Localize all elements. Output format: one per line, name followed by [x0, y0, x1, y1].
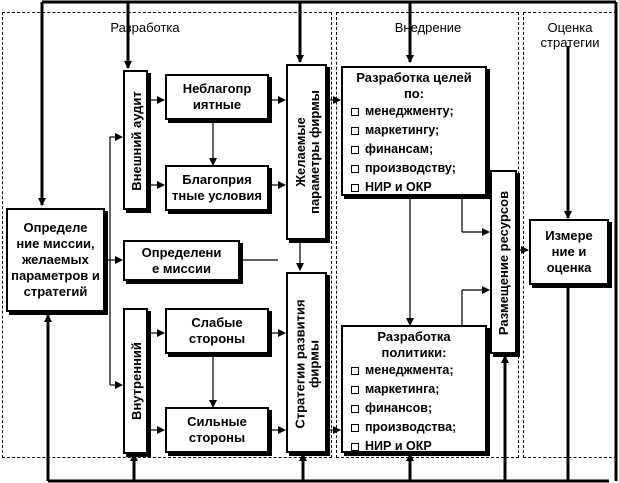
resource-allocation-box: Размещение ресурсов	[490, 170, 517, 354]
dev-strategies-text: Стратегии развития фирмы	[292, 299, 322, 429]
square-bullet-icon	[351, 367, 359, 375]
dev-strategies-box: Стратегии развития фирмы	[286, 272, 327, 453]
square-bullet-icon	[351, 108, 359, 116]
policy-item-text: финансов;	[365, 401, 433, 415]
policy-item: менеджмента;	[343, 361, 485, 380]
policy-item: НИР и ОКР	[343, 437, 485, 453]
region-evaluation-label: Оценка стратегии	[530, 20, 610, 50]
mission-box: Определени е миссии	[123, 240, 240, 281]
square-bullet-icon	[351, 443, 359, 451]
favorable-text: Благоприя тные условия	[172, 172, 262, 203]
policy-item: маркетинга;	[343, 380, 485, 399]
policy-item-text: менеджмента;	[365, 363, 454, 377]
region-evaluation-label-line2: стратегии	[540, 35, 600, 50]
square-bullet-icon	[351, 146, 359, 154]
policy-item: финансов;	[343, 399, 485, 418]
goals-item: финансам;	[343, 140, 485, 159]
mission-text: Определени е миссии	[141, 244, 222, 276]
external-audit-box: Внешний аудит	[123, 70, 148, 210]
strong-text: Сильные стороны	[187, 414, 247, 445]
desired-params-box: Желаемые параметры фирмы	[286, 64, 327, 240]
goals-item-text: маркетингу;	[365, 123, 440, 137]
region-evaluation-label-line1: Оценка	[547, 20, 593, 35]
weak-text: Слабые стороны	[188, 315, 246, 346]
goals-item-text: финансам;	[365, 142, 434, 156]
goals-item-text: производству;	[365, 161, 456, 175]
unfavorable-conditions-box: Неблагопр иятные	[165, 74, 269, 120]
goals-box: Разработка целей по: менеджменту; маркети…	[341, 66, 487, 196]
region-implementation	[336, 12, 519, 458]
desired-params-text: Желаемые параметры фирмы	[293, 90, 322, 214]
policy-item-text: маркетинга;	[365, 382, 440, 396]
policy-item: производства;	[343, 418, 485, 437]
policy-title: Разработка политики:	[377, 329, 451, 360]
internal-audit-box: Внутренний	[123, 308, 148, 454]
goals-item: производству;	[343, 159, 485, 178]
policy-box: Разработка политики: менеджмента; маркети…	[341, 325, 487, 453]
policy-list: менеджмента; маркетинга; финансов; производ…	[343, 361, 485, 453]
measurement-box: Измере ние и оценка	[529, 219, 609, 285]
mission-definition-box: Определе ние миссии, желаемых параметров…	[6, 208, 105, 312]
mission-definition-text: Определе ние миссии, желаемых параметров…	[11, 220, 100, 299]
square-bullet-icon	[351, 127, 359, 135]
square-bullet-icon	[351, 424, 359, 432]
square-bullet-icon	[351, 184, 359, 192]
region-development	[2, 12, 332, 458]
external-audit-text: Внешний аудит	[129, 91, 144, 191]
internal-audit-text: Внутренний	[129, 342, 144, 420]
goals-item-text: НИР и ОКР	[365, 180, 432, 194]
strong-sides-box: Сильные стороны	[165, 407, 269, 453]
goals-list: менеджменту; маркетингу; финансам; производ…	[343, 102, 485, 194]
goals-item: маркетингу;	[343, 121, 485, 140]
square-bullet-icon	[351, 165, 359, 173]
square-bullet-icon	[351, 405, 359, 413]
goals-item: НИР и ОКР	[343, 178, 485, 194]
goals-item-text: менеджменту;	[365, 104, 454, 118]
policy-item-text: производства;	[365, 420, 457, 434]
goals-title: Разработка целей по:	[356, 70, 472, 101]
resource-allocation-text: Размещение ресурсов	[496, 190, 511, 336]
square-bullet-icon	[351, 386, 359, 394]
favorable-conditions-box: Благоприя тные условия	[165, 165, 269, 211]
measurement-text: Измере ние и оценка	[545, 228, 593, 275]
policy-item-text: НИР и ОКР	[365, 439, 432, 453]
goals-item: менеджменту;	[343, 102, 485, 121]
unfavorable-text: Неблагопр иятные	[182, 81, 252, 112]
weak-sides-box: Слабые стороны	[165, 308, 269, 354]
